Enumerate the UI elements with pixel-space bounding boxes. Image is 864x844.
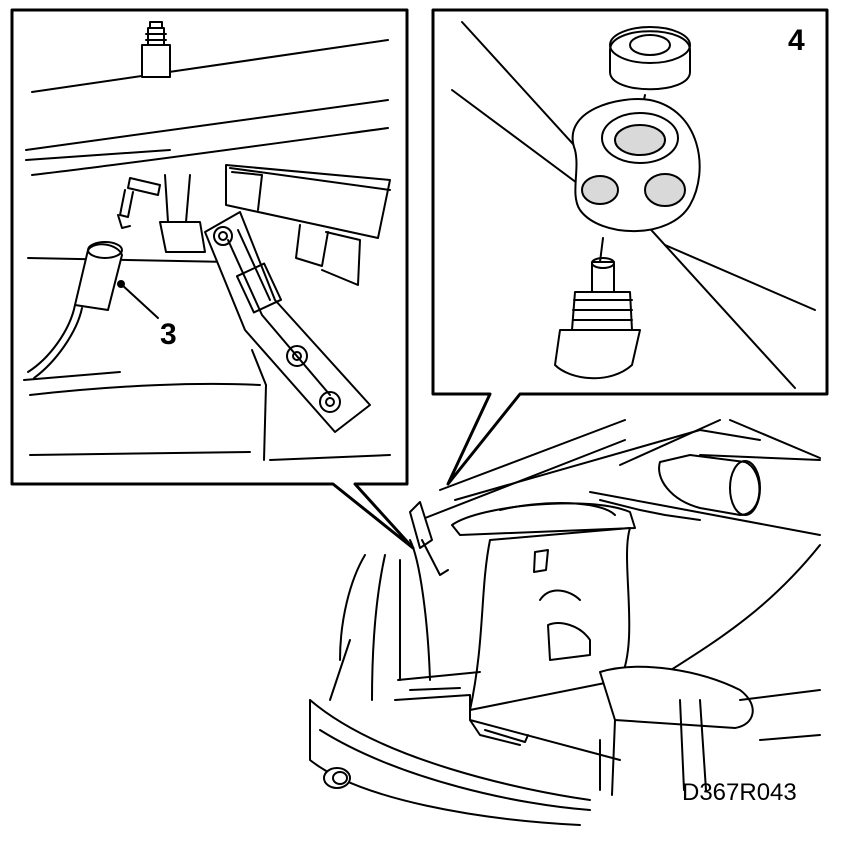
gas-strut-icon (658, 454, 821, 516)
callout-label-3: 3 (160, 318, 177, 351)
detail-panel-left (10, 8, 415, 550)
parcel-shelf-icon (451, 502, 636, 536)
antenna-stub-icon (141, 21, 171, 78)
car-trunk-view (309, 419, 821, 826)
antenna-threaded-base-icon (554, 257, 641, 380)
cable-connector-icon (117, 177, 161, 229)
antenna-nut-icon (609, 26, 691, 91)
drawing-code: D367R043 (682, 779, 797, 806)
exhaust-pipe-icon (323, 767, 351, 789)
antenna-body-icon (159, 174, 206, 253)
detail-panel-right (431, 8, 829, 486)
tail-light-icon (599, 665, 754, 791)
trunk-side-trim-icon (469, 527, 631, 711)
antenna-grommet-icon (571, 98, 701, 233)
coax-plug-icon (27, 241, 123, 379)
trunk-hinge-icon (409, 501, 449, 576)
callout-label-4: 4 (788, 24, 805, 57)
mounting-bracket-icon (204, 211, 371, 433)
